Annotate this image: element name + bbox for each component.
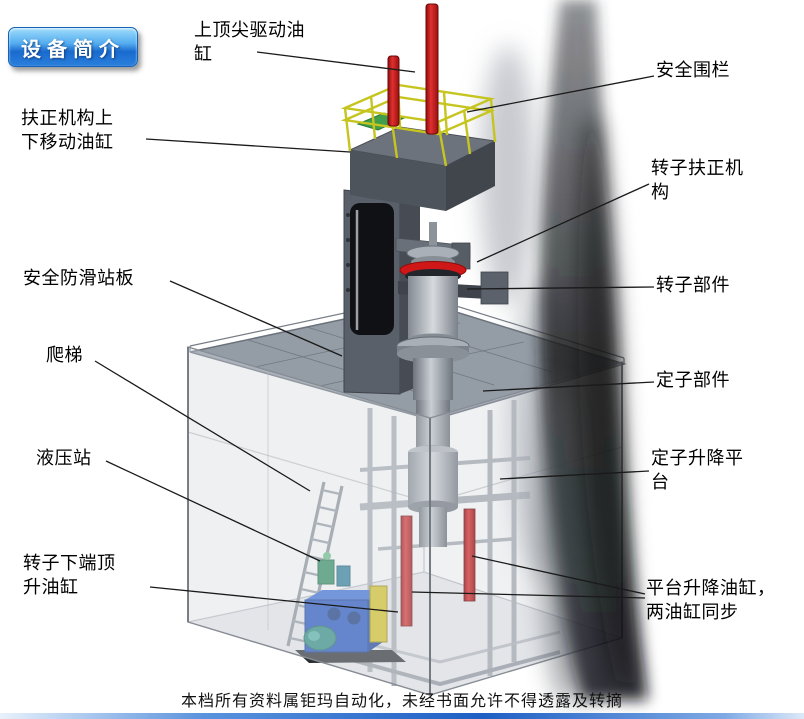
- footer-copyright: 本档所有资料属钜玛自动化，未经书面允许不得透露及转摘: [180, 693, 623, 710]
- label-rotor-component: 转子部件: [656, 275, 730, 295]
- label-ladder: 爬梯: [46, 345, 83, 365]
- stator-assembly: [408, 396, 458, 547]
- label-hydraulic-station: 液压站: [36, 448, 92, 468]
- label-anti-slip-standing-board: 安全防滑站板: [23, 268, 134, 288]
- top-drive-cylinders: [387, 3, 439, 135]
- label-rotor-centering-mechanism: 转子扶正机构: [651, 158, 744, 202]
- title-badge: 设备简介: [8, 27, 138, 67]
- label-stator-lifting-platform: 定子升降平台: [651, 448, 744, 492]
- label-rotor-bottom-jack-cylinder: 转子下端顶升油缸: [23, 553, 116, 597]
- smoke-shadow: [538, 0, 648, 700]
- platform-lift-cylinders: [400, 508, 476, 627]
- label-centering-lift-cylinder: 扶正机构上下移动油缸: [21, 108, 114, 152]
- bottom-accent-bar: [0, 713, 804, 719]
- label-top-tip-drive-cylinder: 上顶尖驱动油缸: [194, 20, 305, 64]
- label-stator-component: 定子部件: [656, 370, 730, 390]
- hydraulic-station-unit: [295, 585, 406, 663]
- rotor-assembly: [396, 222, 470, 400]
- leader-lines: [94, 51, 655, 613]
- label-platform-lift-cylinders-sync: 平台升降油缸，两油缸同步: [646, 578, 776, 622]
- valve-block: [317, 552, 351, 587]
- label-safety-fence: 安全围栏: [656, 60, 730, 80]
- press-head: [348, 126, 497, 211]
